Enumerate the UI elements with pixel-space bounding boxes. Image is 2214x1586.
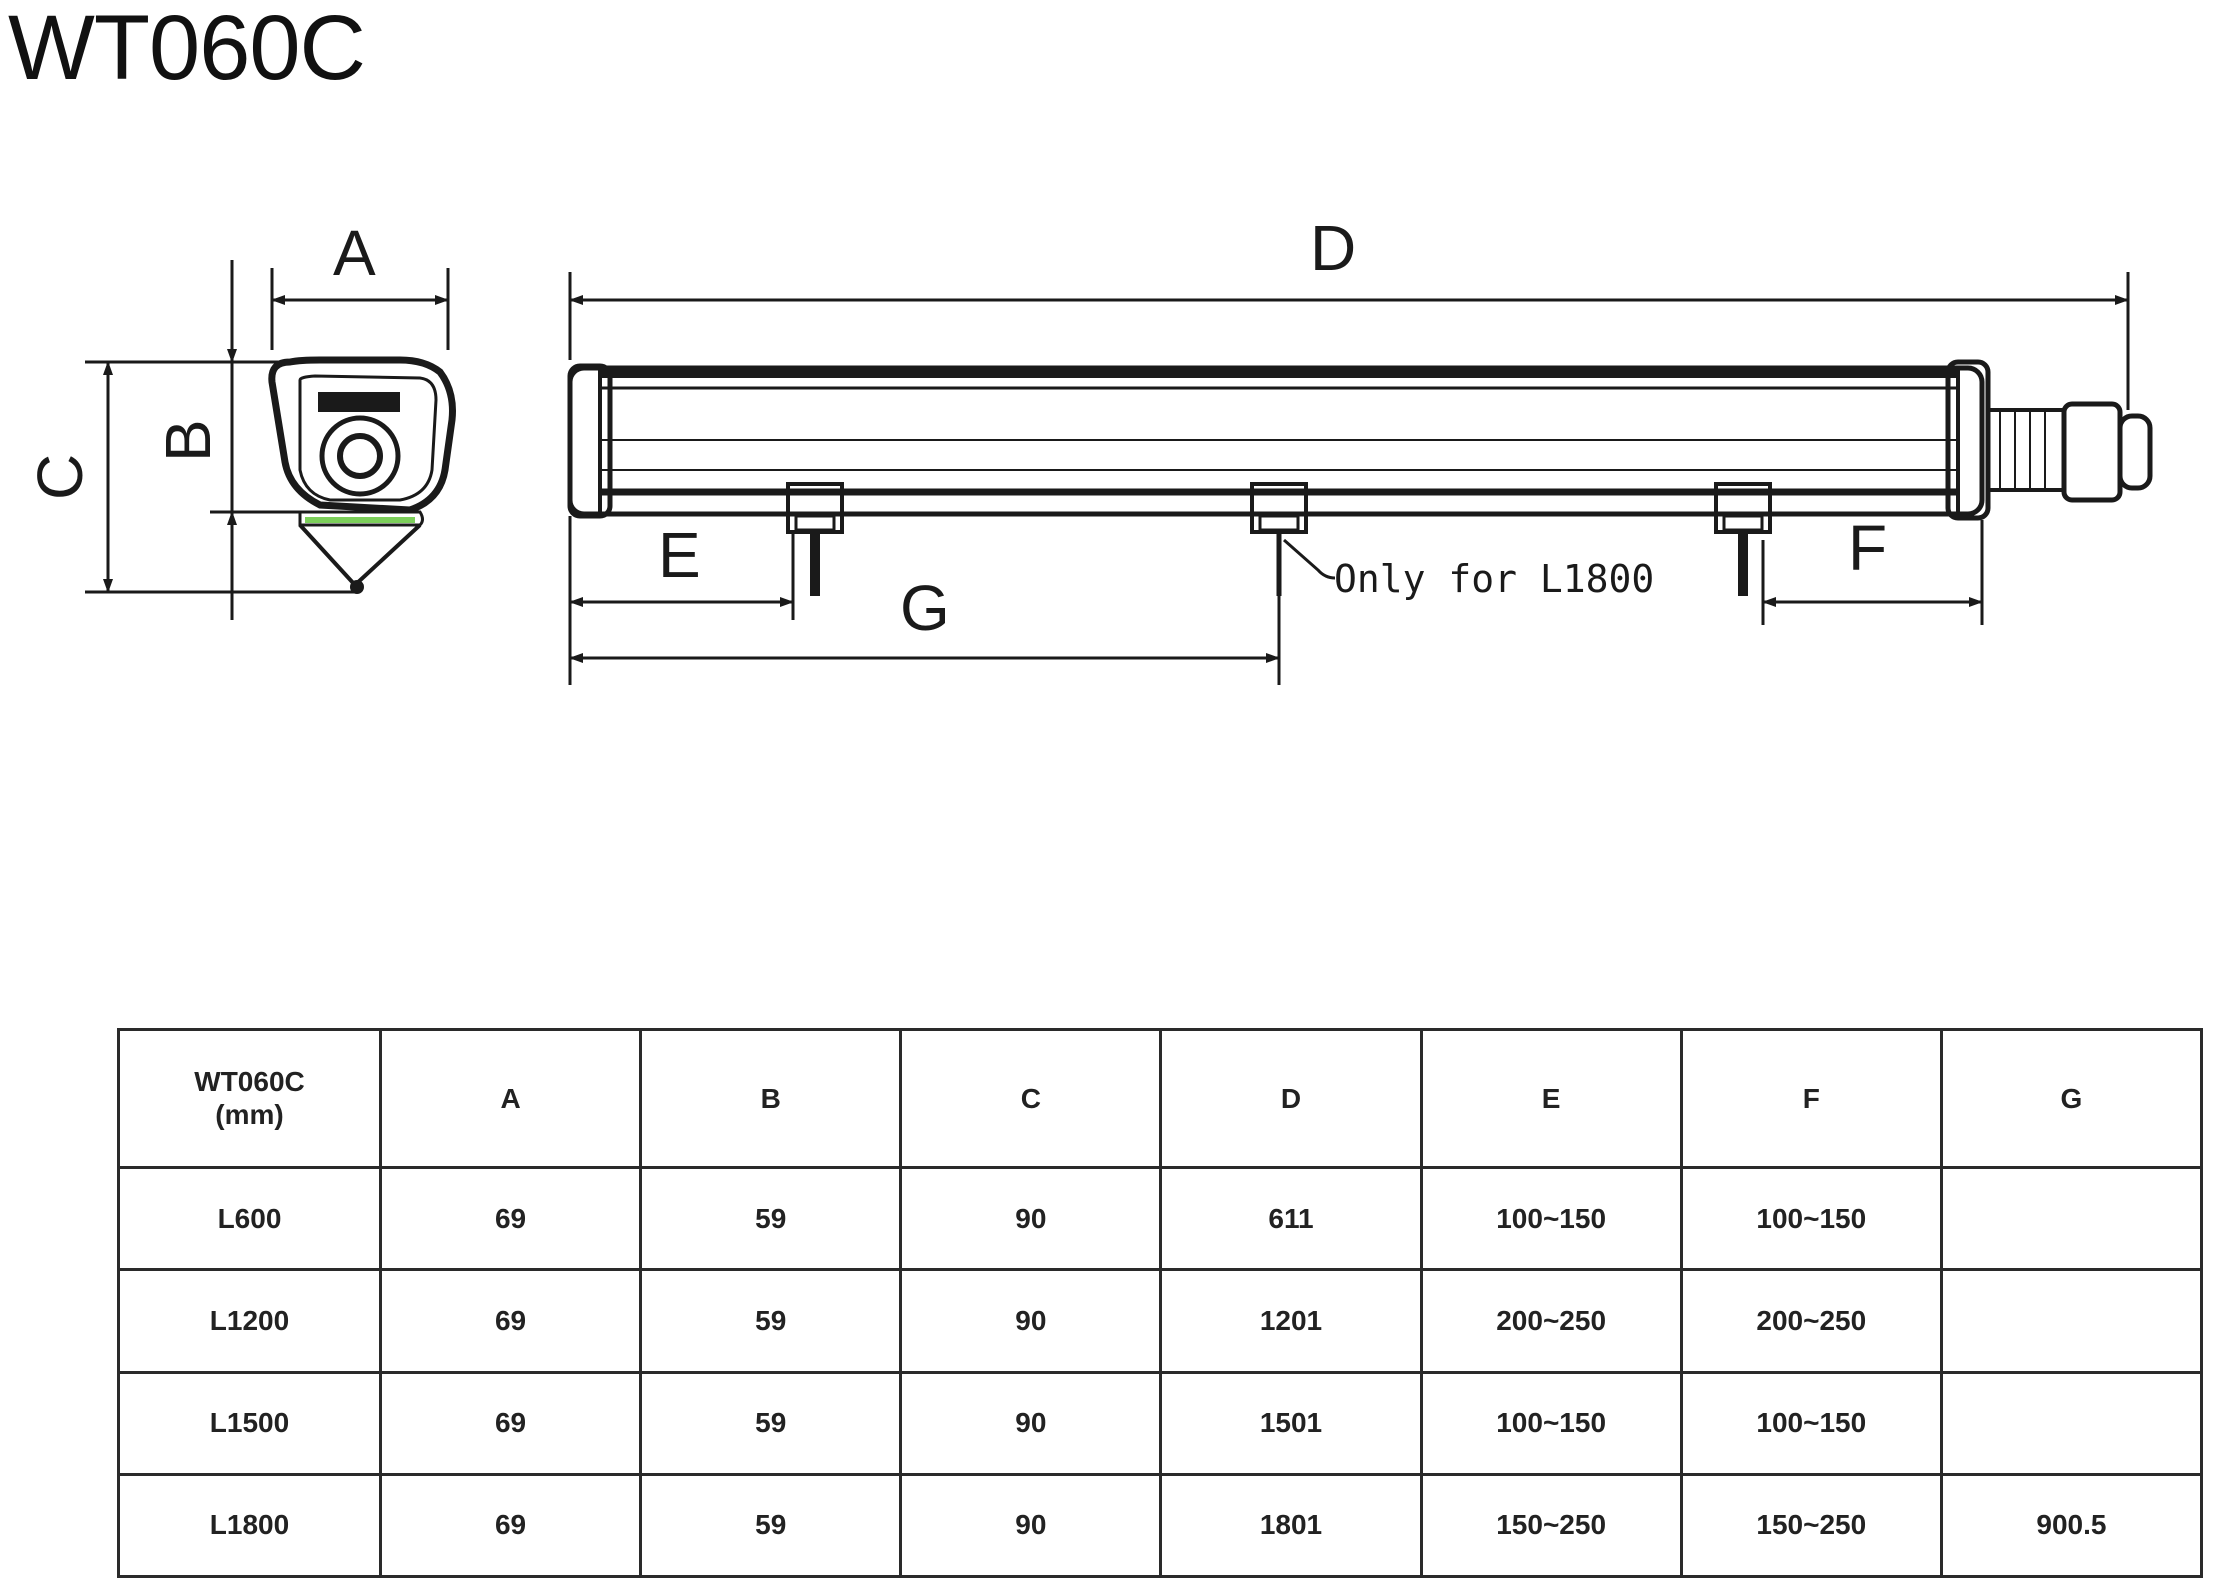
diffuser-base [298,510,424,527]
model-cell: L1500 [117,1370,382,1476]
column-header: F [1679,1028,1943,1169]
dimension-c [85,360,355,594]
value-cell: 59 [639,1370,903,1476]
cross-section-view [268,356,456,594]
value-cell: 1501 [1159,1370,1423,1476]
corner-unit: (mm) [215,1098,284,1130]
note-only-l1800: Only for L1800 [1334,557,1654,601]
column-header: G [1939,1028,2204,1169]
value-cell: 59 [639,1472,903,1579]
value-cell: 900.5 [1939,1472,2204,1579]
table-header-row: WT060C (mm) A B C D E F G [117,1028,2204,1169]
value-cell: 90 [899,1268,1163,1374]
model-cell: L600 [117,1165,382,1272]
value-cell: 100~150 [1679,1165,1943,1272]
table-row: L1200 69 59 90 1201 200~250 200~250 [117,1268,2204,1374]
label-f: F [1848,512,1887,584]
mounting-clip-1 [786,482,844,596]
label-d: D [1310,212,1356,284]
value-cell: 200~250 [1419,1268,1683,1374]
value-cell: 59 [639,1165,903,1272]
corner-model: WT060C [194,1066,305,1098]
dimension-g [569,596,1281,685]
value-cell [1939,1165,2204,1272]
value-cell: 1801 [1159,1472,1423,1579]
label-a: A [333,217,376,289]
label-b: B [152,419,224,462]
value-cell: 59 [639,1268,903,1374]
housing-inner-outline [298,374,438,502]
dimension-table: WT060C (mm) A B C D E F G L600 69 59 90 … [117,1028,2204,1579]
label-c: C [24,454,96,500]
dimension-a [270,268,450,350]
tube-outer [319,415,401,497]
cable-gland-nut [2061,401,2123,503]
value-cell: 90 [899,1472,1163,1579]
label-g: G [900,572,950,644]
model-cell: L1800 [117,1472,382,1579]
cable-gland-cap [2117,413,2153,491]
tube-inner [337,433,383,479]
value-cell: 150~250 [1419,1472,1683,1579]
value-cell: 200~250 [1679,1268,1943,1374]
column-header: A [378,1028,643,1169]
label-e: E [658,519,701,591]
technical-drawing: A B C [24,212,2153,685]
value-cell: 69 [378,1165,643,1272]
table-corner-cell: WT060C (mm) [117,1028,382,1169]
side-view [567,359,2153,596]
table-row: L600 69 59 90 611 100~150 100~150 [117,1165,2204,1272]
value-cell: 90 [899,1370,1163,1476]
value-cell [1939,1268,2204,1374]
value-cell: 90 [899,1165,1163,1272]
column-header: B [639,1028,903,1169]
dimension-d [568,272,2130,410]
value-cell: 69 [378,1472,643,1579]
value-cell: 69 [378,1268,643,1374]
diffuser-point [298,523,422,588]
value-cell: 100~150 [1419,1370,1683,1476]
housing-outline [268,356,456,514]
table-row: L1800 69 59 90 1801 150~250 150~250 900.… [117,1472,2204,1579]
mounting-clip-3 [1714,482,1772,596]
value-cell: 100~150 [1679,1370,1943,1476]
note-leader [1283,538,1336,580]
column-header: E [1419,1028,1683,1169]
value-cell: 150~250 [1679,1472,1943,1579]
product-title: WT060C [8,0,366,99]
value-cell: 1201 [1159,1268,1423,1374]
model-cell: L1200 [117,1268,382,1374]
end-cap-left [567,363,613,519]
value-cell: 100~150 [1419,1165,1683,1272]
value-cell: 69 [378,1370,643,1476]
value-cell: 611 [1159,1165,1423,1272]
mounting-clip-2 [1250,482,1308,596]
dimension-f [1761,520,1984,625]
clip-bar [318,392,400,412]
column-header: C [899,1028,1163,1169]
column-header: D [1159,1028,1423,1169]
table-row: L1500 69 59 90 1501 100~150 100~150 [117,1370,2204,1476]
value-cell [1939,1370,2204,1476]
